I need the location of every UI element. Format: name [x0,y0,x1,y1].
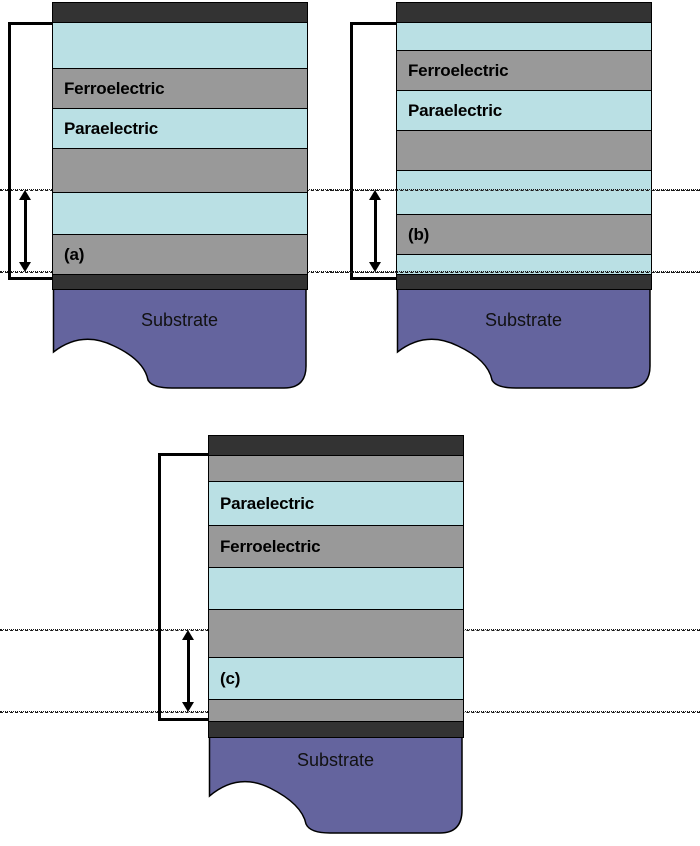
layer-a-3-paraelectric: Paraelectric [52,108,308,148]
panel-b: Substrate Ferroelectric Paraelectric (b) [330,0,700,400]
layer-c-7 [208,699,464,721]
panel-b-caption: (b) [408,224,430,244]
arrow-head-down-icon [182,702,194,712]
panel-c-caption: (c) [220,668,241,688]
panel-a-caption: (a) [64,244,85,264]
bottom-electrode-c [208,721,464,738]
layer-c-6-caption: (c) [208,657,464,699]
reference-line-b-top [330,189,700,191]
substrate-label-b: Substrate [484,310,563,330]
substrate-b: Substrate [396,287,651,389]
substrate-a: Substrate [52,287,307,389]
layer-c-3-label: Ferroelectric [220,536,321,556]
layer-a-3-label: Paraelectric [64,118,159,138]
layer-b-1 [396,22,652,50]
layer-c-5 [208,609,464,657]
arrow-head-down-icon [369,262,381,272]
layer-c-1 [208,455,464,481]
substrate-c: Substrate [208,727,463,834]
reference-line-b-bottom [330,271,700,273]
arrow-head-up-icon [369,190,381,200]
layer-b-3-paraelectric: Paraelectric [396,90,652,130]
layer-a-5 [52,192,308,234]
panel-a: Substrate Ferroelectric Paraelectric (a) [0,0,700,400]
layer-b-2-label: Ferroelectric [408,60,509,80]
arrow-shaft [186,637,190,705]
arrow-shaft [23,197,27,265]
arrow-head-down-icon [19,262,31,272]
layer-b-7 [396,254,652,274]
arrow-head-up-icon [19,190,31,200]
layer-a-4 [52,148,308,192]
device-stack-c: Paraelectric Ferroelectric (c) [208,435,464,738]
substrate-label-a: Substrate [140,310,219,330]
layer-b-3-label: Paraelectric [408,100,503,120]
arrow-head-up-icon [182,630,194,640]
layer-b-4 [396,130,652,170]
layer-b-5 [396,170,652,214]
layer-a-6-caption: (a) [52,234,308,274]
layer-a-2-ferroelectric: Ferroelectric [52,68,308,108]
layer-a-1 [52,22,308,68]
layer-c-4 [208,567,464,609]
bottom-electrode-a [52,274,308,290]
layer-a-2-label: Ferroelectric [64,78,165,98]
bottom-electrode-b [396,274,652,290]
layer-c-2-label: Paraelectric [220,493,315,513]
circuit-wire-b [350,22,400,280]
layer-b-6-caption: (b) [396,214,652,254]
device-stack-a: Ferroelectric Paraelectric (a) [52,2,308,290]
circuit-wire-a [8,22,56,280]
top-electrode-a [52,2,308,22]
panel-c: Substrate Paraelectric Ferroelectric (c) [0,435,700,846]
layer-c-3-ferroelectric: Ferroelectric [208,525,464,567]
circuit-wire-c [158,453,210,721]
layer-c-2-paraelectric: Paraelectric [208,481,464,525]
top-electrode-c [208,435,464,455]
top-electrode-b [396,2,652,22]
arrow-shaft [373,197,377,265]
device-stack-b: Ferroelectric Paraelectric (b) [396,2,652,290]
substrate-label-c: Substrate [296,750,375,770]
layer-b-2-ferroelectric: Ferroelectric [396,50,652,90]
